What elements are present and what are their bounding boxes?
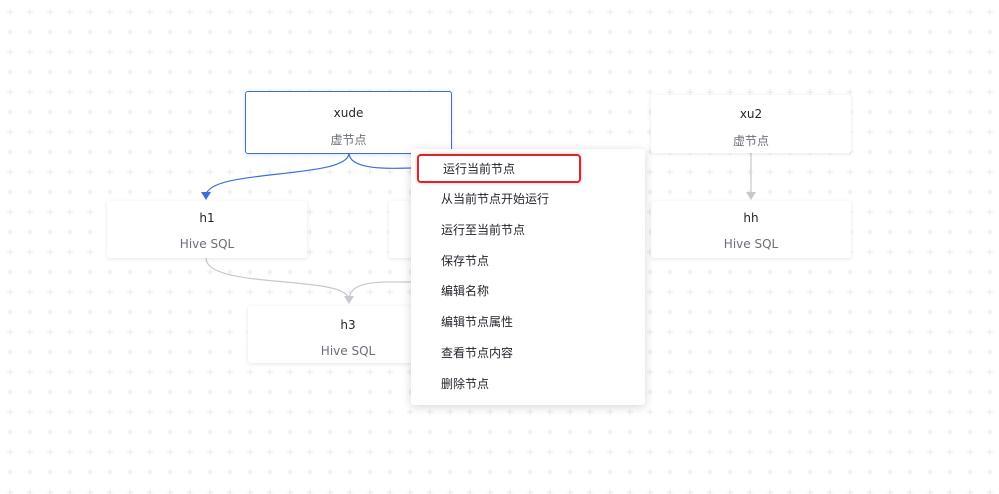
menu-item-edit-name[interactable]: 编辑名称 (441, 284, 490, 298)
menu-item-view-content[interactable]: 查看节点内容 (441, 346, 514, 360)
edge-xude-h1 (205, 152, 350, 197)
edge-xude-right (348, 152, 412, 169)
node-type: Hive SQL (320, 344, 376, 358)
node-name: hh (743, 211, 759, 225)
node-type: Hive SQL (723, 237, 779, 251)
menu-item-run-from-current[interactable]: 从当前节点开始运行 (441, 192, 550, 206)
node-context-menu: 运行当前节点 从当前节点开始运行 运行至当前节点 保存节点 编辑名称 编辑节点属… (411, 149, 645, 405)
menu-item-save-node[interactable]: 保存节点 (441, 254, 490, 268)
node-hh[interactable]: hh Hive SQL (651, 201, 851, 258)
edges (201, 152, 756, 304)
menu-item-edit-properties[interactable]: 编辑节点属性 (441, 315, 514, 329)
menu-item-run-to-current[interactable]: 运行至当前节点 (441, 223, 526, 237)
edge-hidden-h3 (348, 281, 412, 301)
menu-item-delete-node[interactable]: 删除节点 (441, 377, 490, 391)
node-type: Hive SQL (179, 237, 235, 251)
node-name: h3 (340, 318, 356, 332)
node-type: 虚节点 (732, 134, 769, 148)
edge-to-h3-arrow (344, 296, 354, 304)
node-name: h1 (199, 211, 215, 225)
node-type: 虚节点 (330, 133, 367, 147)
edge-h1-h3 (205, 257, 350, 301)
node-name: xude (333, 106, 364, 120)
edge-xu2-hh-arrow (746, 192, 756, 200)
node-xude[interactable]: xude 虚节点 (245, 91, 452, 154)
node-h1[interactable]: h1 Hive SQL (107, 201, 307, 258)
node-xu2[interactable]: xu2 虚节点 (651, 95, 851, 153)
node-name: xu2 (739, 107, 763, 121)
menu-item-run-current[interactable]: 运行当前节点 (417, 154, 581, 183)
edge-xude-h1-arrow (201, 192, 211, 200)
